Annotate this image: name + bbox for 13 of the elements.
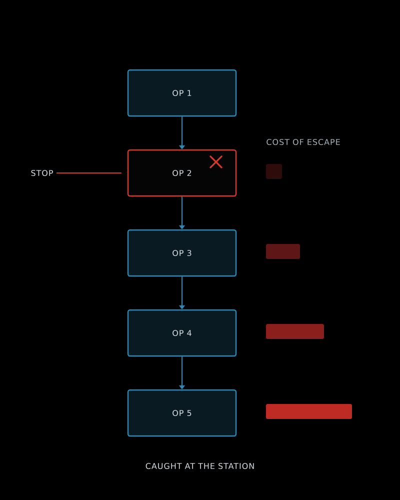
cost-bar — [266, 404, 352, 419]
process-box: OP 5 — [127, 389, 237, 437]
highlighted-box: OP 2 — [127, 149, 237, 197]
connector-line — [56, 172, 122, 174]
caption: CAUGHT AT THE STATION — [146, 462, 254, 470]
stop-label: STOP — [31, 170, 53, 176]
cost-bar — [266, 244, 300, 259]
process-box: OP 4 — [127, 309, 237, 357]
legend-title: COST OF ESCAPE — [266, 138, 340, 146]
cost-bar — [266, 164, 282, 179]
cost-bar — [266, 324, 324, 339]
process-box: OP 1 — [127, 69, 237, 117]
process-box: OP 3 — [127, 229, 237, 277]
